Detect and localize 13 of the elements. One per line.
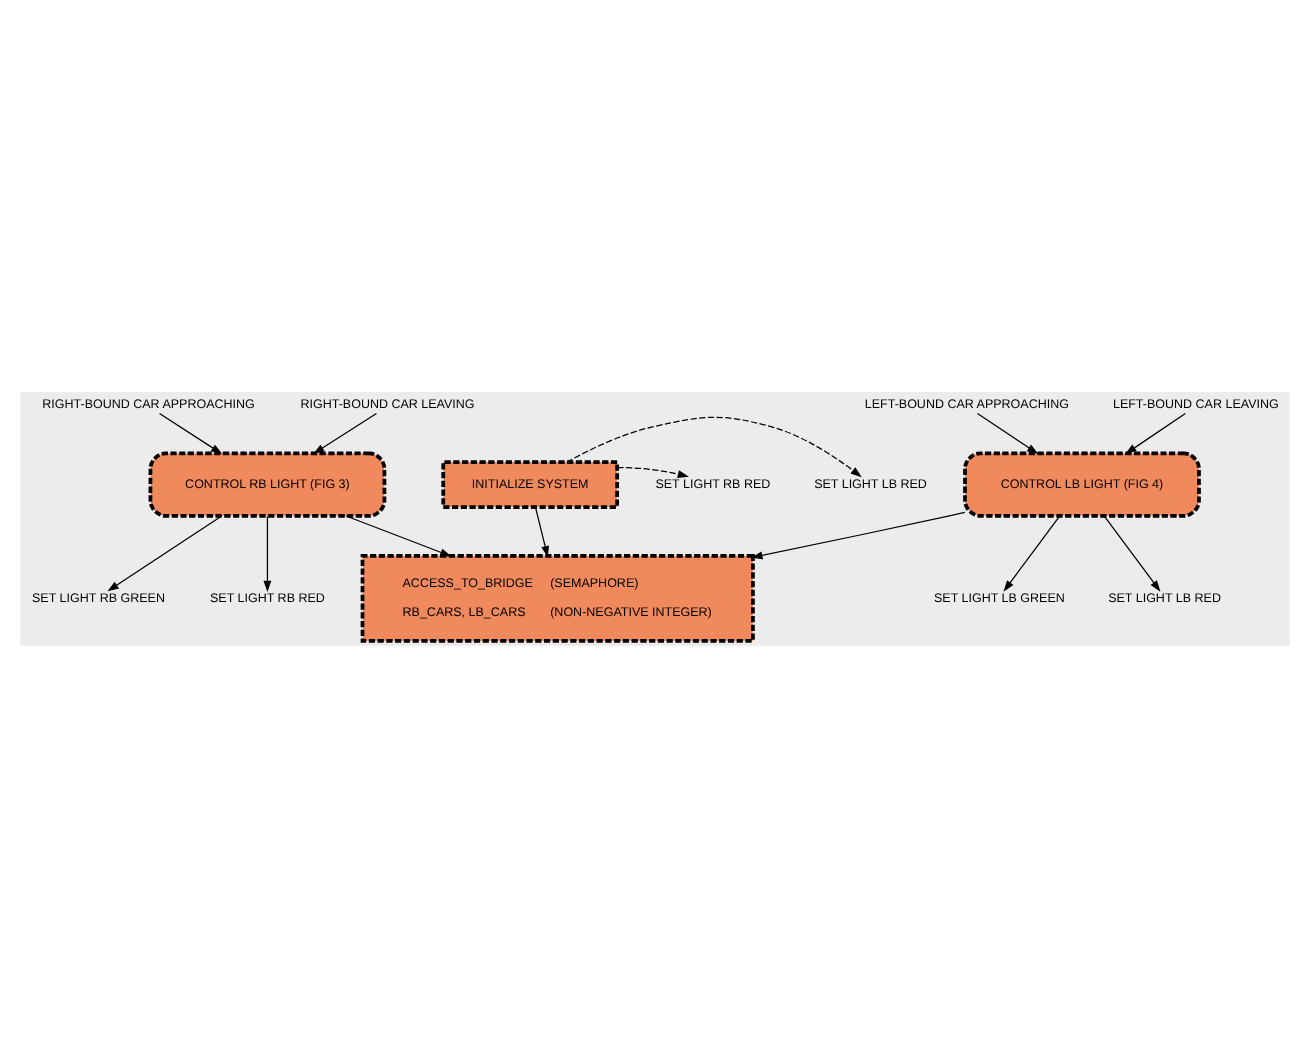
arrow [1103,515,1161,592]
arrow [1003,515,1061,592]
arrow [313,412,378,455]
arrow [566,416,862,478]
arrow [158,412,223,455]
arrow [616,467,689,478]
arrow [1125,412,1186,455]
arrow [751,511,966,560]
arrow [345,515,452,557]
arrow [976,412,1039,455]
arrow [263,515,272,592]
arrow [534,506,549,558]
arrow [107,515,223,592]
